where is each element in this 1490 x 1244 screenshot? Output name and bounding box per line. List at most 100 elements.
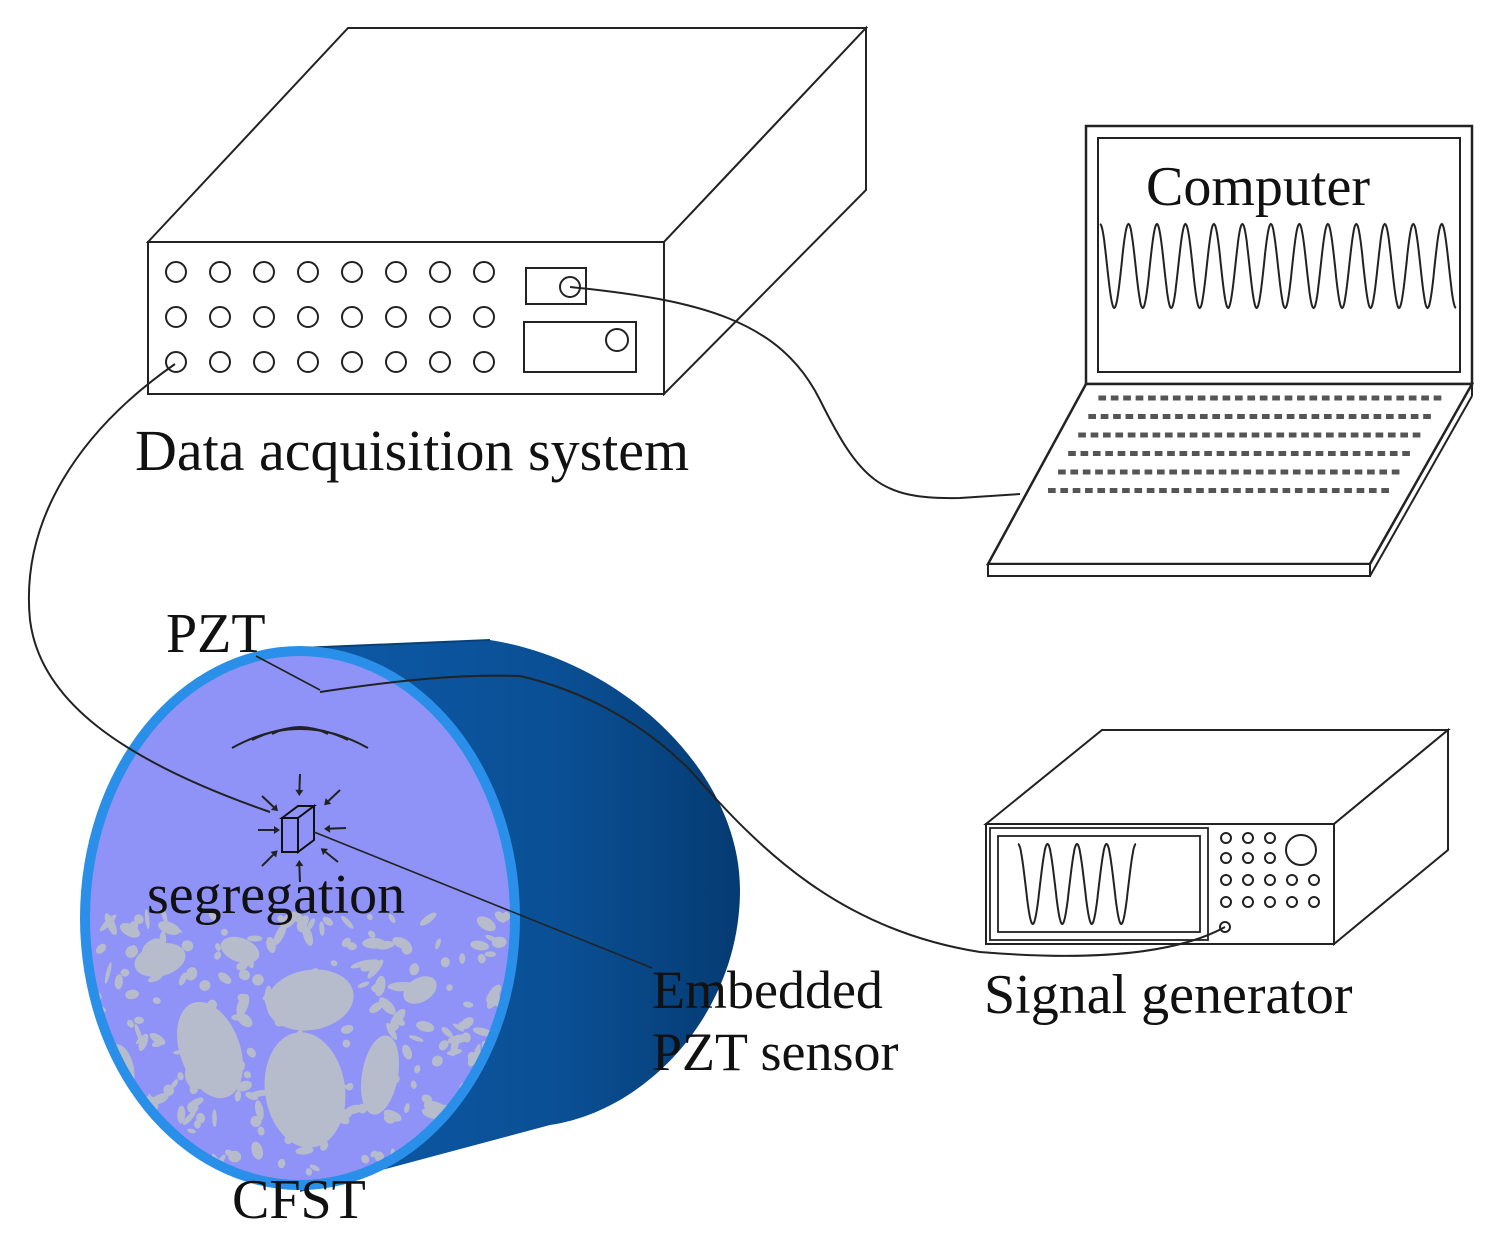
embedded-label-line2: PZT sensor [652, 1022, 899, 1082]
daq-input-port [253, 306, 275, 328]
laptop-key [1156, 469, 1165, 475]
aggregate [278, 1101, 291, 1113]
laptop-key [1391, 469, 1400, 475]
laptop-key [1278, 451, 1287, 456]
laptop-key [1167, 451, 1175, 456]
laptop-key [1144, 469, 1153, 475]
cables [27, 286, 1226, 969]
aggregate [375, 1051, 383, 1062]
laptop-key [1109, 488, 1118, 493]
aggregate [266, 936, 276, 953]
laptop-key [1272, 395, 1280, 401]
laptop-key [1313, 432, 1322, 438]
laptop-key [1060, 488, 1069, 493]
aggregate [310, 1061, 319, 1070]
laptop-key [1344, 488, 1352, 493]
aggregate [368, 930, 376, 939]
aggregate [387, 982, 412, 991]
aggregate [297, 1056, 305, 1065]
laptop-key [1125, 414, 1134, 419]
laptop-key [1197, 395, 1206, 401]
aggregate [293, 1123, 302, 1131]
laptop-key [1247, 395, 1256, 401]
laptop-key [1224, 414, 1233, 419]
aggregate [243, 1071, 252, 1079]
aggregate [181, 940, 194, 952]
daq-input-port [429, 261, 451, 283]
pzt-label: PZT [166, 603, 266, 665]
laptop-key [1329, 469, 1338, 475]
laptop-key [1346, 395, 1355, 401]
segregation-label: segregation [147, 864, 405, 926]
laptop-key [1142, 451, 1151, 456]
aggregate [199, 980, 211, 991]
aggregate [134, 1023, 143, 1043]
signal-generator-buttons [1220, 832, 1320, 908]
laptop-key [1412, 432, 1421, 438]
aggregate [476, 916, 496, 932]
aggregate [234, 1090, 242, 1102]
aggregate [472, 1044, 481, 1065]
laptop-key [1381, 488, 1389, 493]
embedded-sensor-leader [313, 831, 653, 969]
laptop-key [1317, 469, 1326, 475]
aggregate [252, 974, 264, 986]
aggregate [447, 1034, 469, 1044]
aggregate [357, 981, 370, 988]
laptop-key [1284, 395, 1293, 401]
aggregate [345, 1104, 363, 1115]
aggregate [477, 953, 486, 964]
daq-power-port [605, 328, 629, 352]
aggregate [491, 936, 507, 948]
daq-input-port [385, 306, 407, 328]
laptop-key [1226, 432, 1235, 438]
aggregate [246, 1047, 256, 1058]
aggregate [408, 1035, 424, 1042]
aggregate [185, 967, 198, 981]
aggregate [292, 912, 303, 922]
aggregate [340, 1024, 354, 1034]
laptop-key [1383, 395, 1392, 401]
laptop-key [1159, 488, 1167, 493]
laptop-key [1356, 488, 1365, 493]
aggregate [414, 1065, 421, 1074]
aggregate [96, 943, 107, 954]
aggregate [149, 953, 158, 962]
aggregate [320, 1140, 329, 1151]
laptop-key [1234, 395, 1243, 401]
aggregate [367, 959, 384, 979]
laptop-key [1389, 451, 1398, 456]
aggregate [284, 1136, 293, 1145]
laptop-key [1187, 414, 1196, 419]
aggregate [104, 962, 112, 984]
daq-input-port [209, 306, 231, 328]
laptop-key [1433, 395, 1442, 401]
aggregate [134, 1016, 144, 1024]
aggregate [341, 915, 354, 929]
embedded-label-line1: Embedded [652, 960, 883, 1020]
daq-label: Data acquisition system [135, 418, 689, 483]
aggregate [374, 1074, 393, 1082]
cfst-label: CFST [232, 1169, 366, 1231]
daq-input-port [253, 351, 275, 373]
aggregate [341, 937, 351, 947]
aggregate [125, 989, 139, 1000]
aggregate [452, 1023, 465, 1032]
signal-generator-label: Signal generator [984, 964, 1353, 1026]
aggregate [293, 1014, 307, 1029]
aggregate [111, 1107, 118, 1122]
laptop-key [1379, 469, 1388, 475]
aggregate [152, 945, 173, 955]
aggregate [148, 974, 163, 983]
aggregate [299, 1075, 312, 1084]
data-acquisition-box [145, 25, 869, 397]
aggregate [192, 1016, 208, 1023]
laptop-key [1367, 469, 1375, 475]
laptop-key [1385, 414, 1394, 419]
laptop-key [1359, 395, 1367, 401]
aggregate [367, 913, 373, 921]
laptop-key [1140, 432, 1148, 438]
signal-generator-button [1264, 896, 1276, 908]
aggregate [217, 1037, 225, 1048]
laptop-key [1305, 469, 1313, 475]
